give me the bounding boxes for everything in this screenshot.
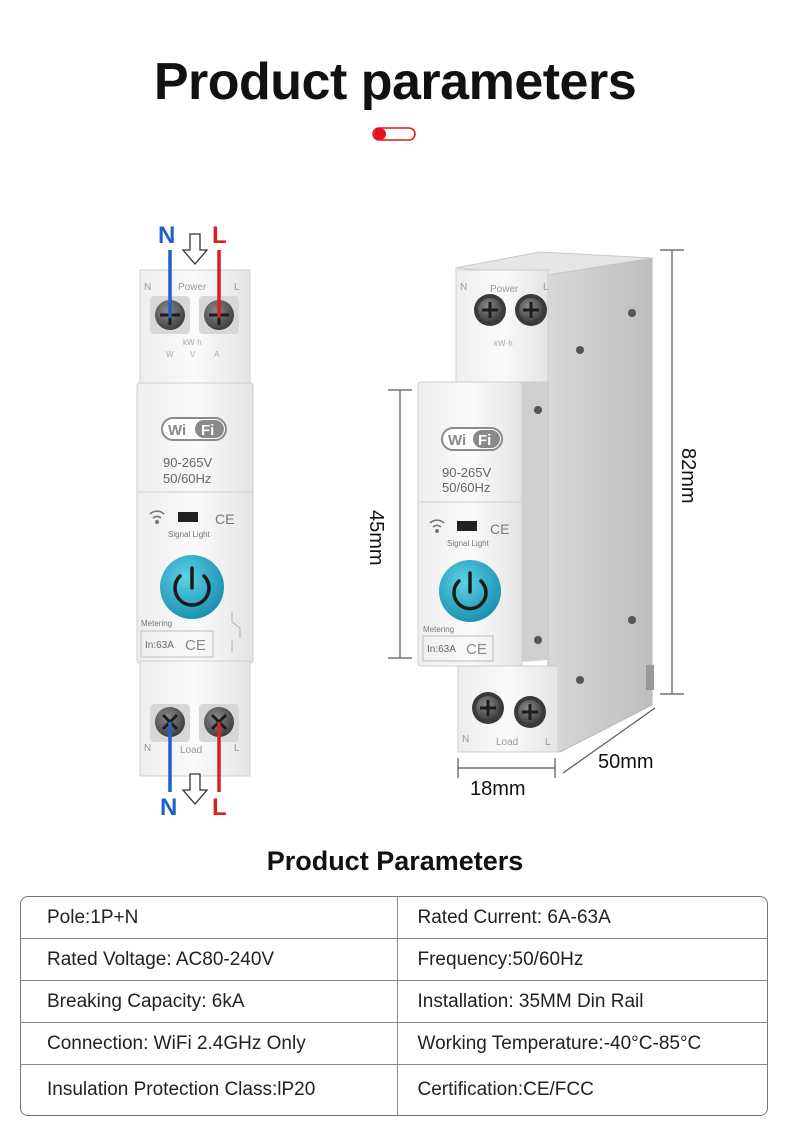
front-term-n: N bbox=[144, 282, 151, 293]
table-row: Connection: WiFi 2.4GHz Only Working Tem… bbox=[21, 1023, 767, 1065]
wifi-badge: Wi Fi bbox=[161, 417, 227, 441]
front-rating: In:63A bbox=[145, 640, 174, 651]
wifi-icon bbox=[429, 519, 445, 533]
front-voltage: 90-265V bbox=[163, 455, 212, 470]
side-view: N Power L kW·h Wi Fi 90-265V 50/60Hz CE … bbox=[365, 249, 699, 800]
side-power-label: Power bbox=[490, 284, 519, 295]
side-rating: In:63A bbox=[427, 644, 456, 655]
wifi-badge: Wi Fi bbox=[441, 427, 503, 451]
front-kwh: kW·h bbox=[183, 338, 202, 347]
page-title: Product parameters bbox=[153, 53, 637, 111]
side-signal-light: Signal Light bbox=[447, 539, 490, 548]
front-load-l: L bbox=[234, 743, 240, 754]
side-term-l: L bbox=[543, 282, 549, 293]
side-voltage: 90-265V bbox=[442, 465, 491, 480]
param-cell: Installation: 35MM Din Rail bbox=[396, 981, 768, 1022]
product-illustration: N Power L kW·h W V A Wi Fi 90-265V 50/60… bbox=[136, 222, 699, 821]
table-row: Rated Voltage: AC80-240V Frequency:50/60… bbox=[21, 939, 767, 981]
dim-height-front: 45mm bbox=[365, 510, 387, 566]
screw-terminal-icon bbox=[472, 692, 504, 724]
top-l-label: L bbox=[212, 222, 227, 249]
dim-height-total: 82mm bbox=[677, 448, 699, 504]
signal-light-indicator bbox=[457, 521, 477, 531]
front-freq: 50/60Hz bbox=[163, 471, 211, 486]
dim-width: 18mm bbox=[470, 778, 526, 800]
power-icon bbox=[439, 560, 501, 622]
side-metering: Metering bbox=[423, 625, 454, 634]
table-row: Breaking Capacity: 6kA Installation: 35M… bbox=[21, 981, 767, 1023]
dim-depth: 50mm bbox=[598, 751, 654, 773]
side-load-l: L bbox=[545, 737, 551, 748]
side-term-n: N bbox=[460, 282, 467, 293]
param-cell: Connection: WiFi 2.4GHz Only bbox=[47, 1032, 306, 1054]
wifi-icon bbox=[149, 510, 165, 524]
side-load: Load bbox=[496, 737, 518, 748]
param-cell: Frequency:50/60Hz bbox=[396, 939, 768, 980]
param-cell: Pole:1P+N bbox=[47, 906, 139, 928]
front-unit-a: A bbox=[214, 350, 220, 359]
front-unit-v: V bbox=[190, 350, 196, 359]
param-cell: Breaking Capacity: 6kA bbox=[47, 990, 245, 1012]
dimension-lines bbox=[388, 249, 684, 778]
param-cell: Insulation Protection Class:lP20 bbox=[47, 1079, 316, 1100]
param-cell: Rated Current: 6A-63A bbox=[396, 897, 768, 938]
side-ce-2: CE bbox=[466, 641, 487, 658]
front-ce-2: CE bbox=[185, 637, 206, 654]
screw-terminal-icon bbox=[514, 696, 546, 728]
side-ce: CE bbox=[490, 521, 509, 537]
table-row: Pole:1P+N Rated Current: 6A-63A bbox=[21, 897, 767, 939]
front-power-label: Power bbox=[178, 282, 207, 293]
front-view: N Power L kW·h W V A Wi Fi 90-265V 50/60… bbox=[136, 222, 254, 821]
front-ce: CE bbox=[215, 511, 234, 527]
param-cell: Working Temperature:-40°C-85°C bbox=[396, 1023, 768, 1064]
front-fi: Fi bbox=[201, 422, 214, 439]
top-n-label: N bbox=[158, 222, 175, 249]
bottom-l-label: L bbox=[212, 794, 227, 821]
front-signal-light: Signal Light bbox=[168, 530, 211, 539]
signal-light-indicator bbox=[178, 512, 198, 522]
side-freq: 50/60Hz bbox=[442, 480, 490, 495]
param-cell: Rated Voltage: AC80-240V bbox=[47, 948, 275, 970]
front-wi: Wi bbox=[168, 422, 186, 439]
down-arrow-icon bbox=[181, 773, 209, 805]
side-kwh: kW·h bbox=[494, 339, 513, 348]
front-term-l: L bbox=[234, 282, 240, 293]
params-table: Pole:1P+N Rated Current: 6A-63A Rated Vo… bbox=[20, 896, 768, 1116]
screw-terminal-icon bbox=[515, 294, 547, 326]
table-row: Insulation Protection Class:lP20 Certifi… bbox=[21, 1065, 767, 1115]
toggle-switch-icon bbox=[372, 127, 416, 141]
front-load: Load bbox=[180, 745, 202, 756]
param-cell: Certification:CE/FCC bbox=[396, 1065, 768, 1115]
power-icon bbox=[160, 555, 224, 619]
screw-terminal-icon bbox=[474, 294, 506, 326]
front-unit-w: W bbox=[166, 350, 174, 359]
down-arrow-icon bbox=[181, 233, 209, 265]
bottom-n-label: N bbox=[160, 794, 177, 821]
front-load-n: N bbox=[144, 743, 151, 754]
side-fi: Fi bbox=[478, 432, 491, 449]
front-metering: Metering bbox=[141, 619, 172, 628]
side-load-n: N bbox=[462, 734, 469, 745]
side-wi: Wi bbox=[448, 432, 466, 449]
params-title: Product Parameters bbox=[266, 846, 524, 876]
